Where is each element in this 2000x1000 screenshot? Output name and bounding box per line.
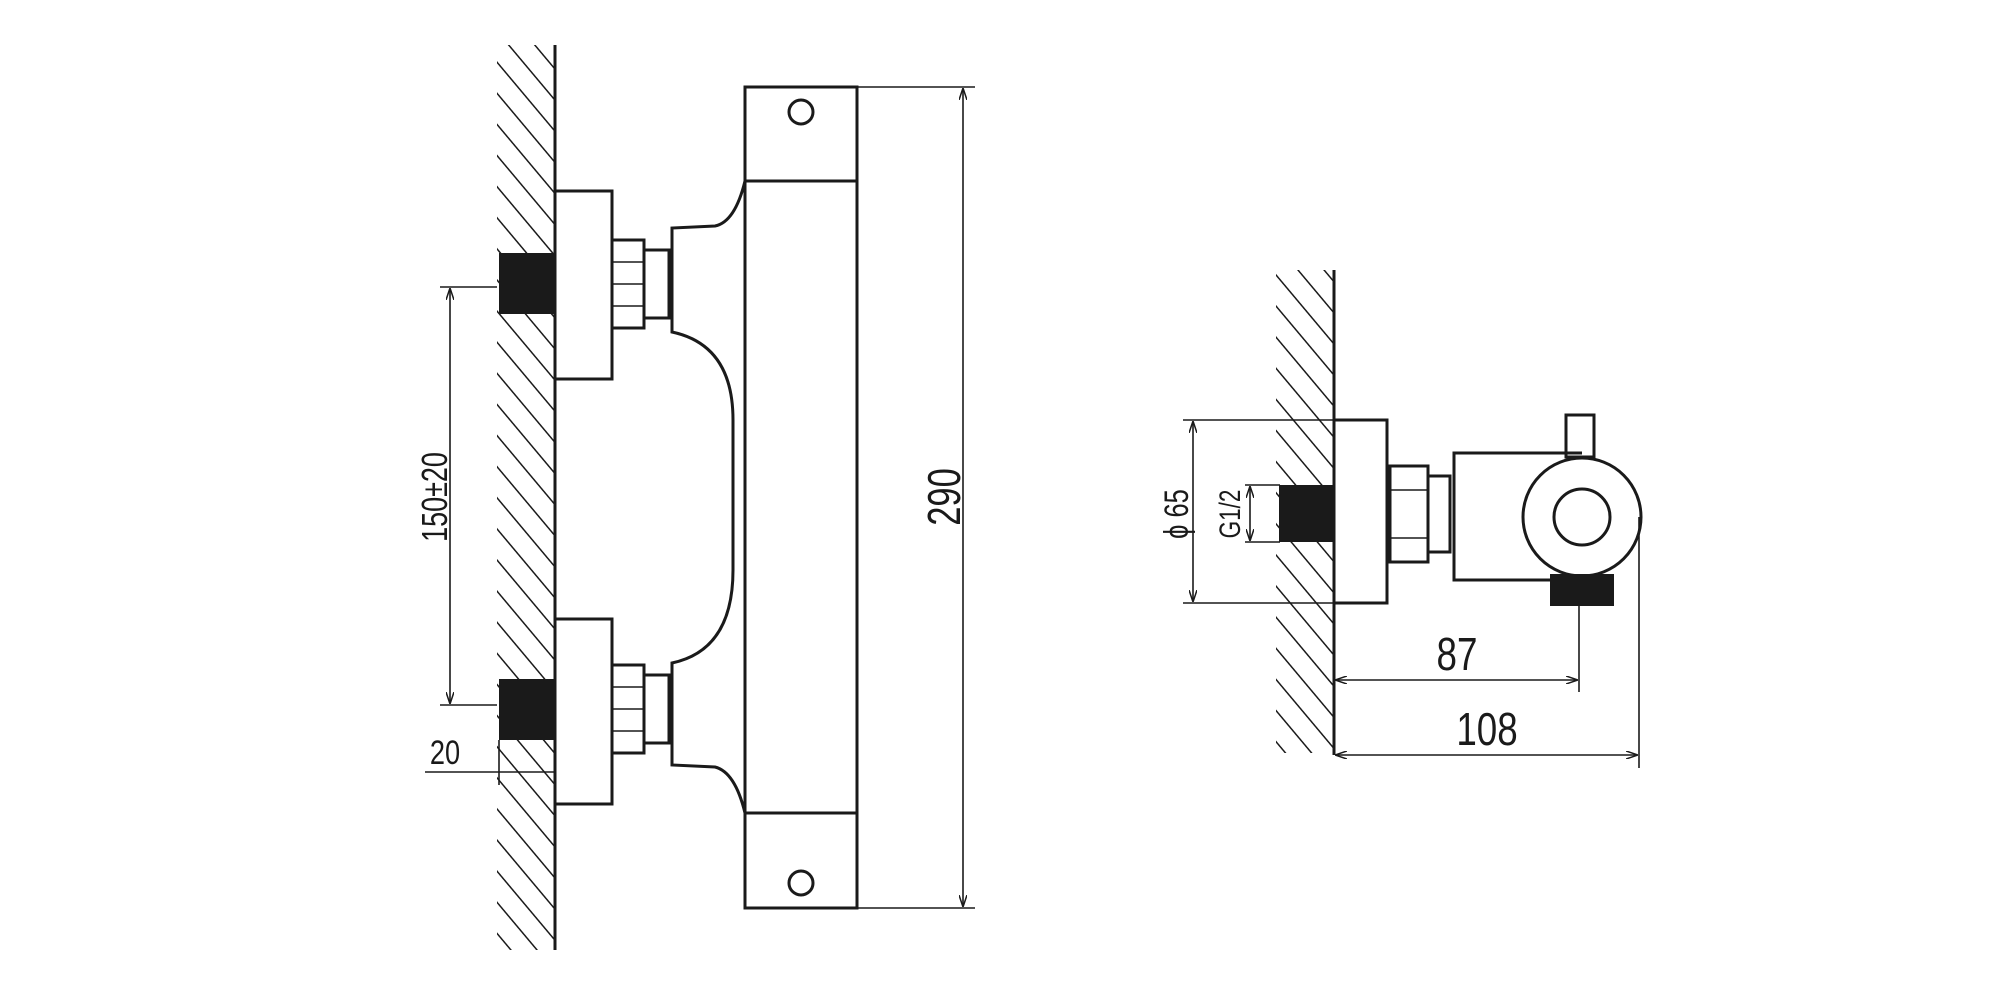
nut-side (1388, 464, 1452, 564)
wall-hatch (497, 45, 555, 950)
valve-body-side (1452, 451, 1582, 582)
valve-body-bar (743, 179, 859, 815)
height-dimension-label: 290 (918, 468, 970, 526)
mounting-bracket-top (743, 85, 859, 183)
thread-depth-dimension-label: 20 (430, 733, 460, 772)
inlet-thread-upper (499, 253, 555, 314)
nut-upper (610, 238, 671, 330)
inlet-thread-side (1279, 485, 1334, 542)
mounting-hole-bottom (787, 869, 815, 897)
inlet-thread-lower (499, 679, 555, 740)
outlet-depth-dimension-label: 87 (1437, 628, 1478, 680)
inlet-spacing-dimension-label: 150±20 (414, 452, 455, 542)
total-depth-dimension-label: 108 (1456, 703, 1517, 755)
control-knob-outer (1521, 456, 1643, 578)
control-knob-inner (1552, 487, 1612, 547)
escutcheon-upper (553, 189, 614, 381)
handle-stem (1564, 413, 1596, 459)
mounting-hole-top (787, 98, 815, 126)
escutcheon-side (1332, 418, 1389, 605)
escutcheon-diameter-dimension-label: ϕ 65 (1159, 489, 1196, 539)
escutcheon-lower (553, 617, 614, 806)
outlet-thread (1550, 574, 1614, 606)
thread-dimension-label: G1/2 (1213, 490, 1247, 539)
mounting-bracket-bottom (743, 811, 859, 910)
side-view: ϕ 65 G1/2 87 108 (1159, 270, 1643, 768)
nut-lower (610, 663, 671, 755)
front-view: 290 150±20 20 (414, 45, 975, 950)
valve-body-yoke (670, 180, 747, 814)
